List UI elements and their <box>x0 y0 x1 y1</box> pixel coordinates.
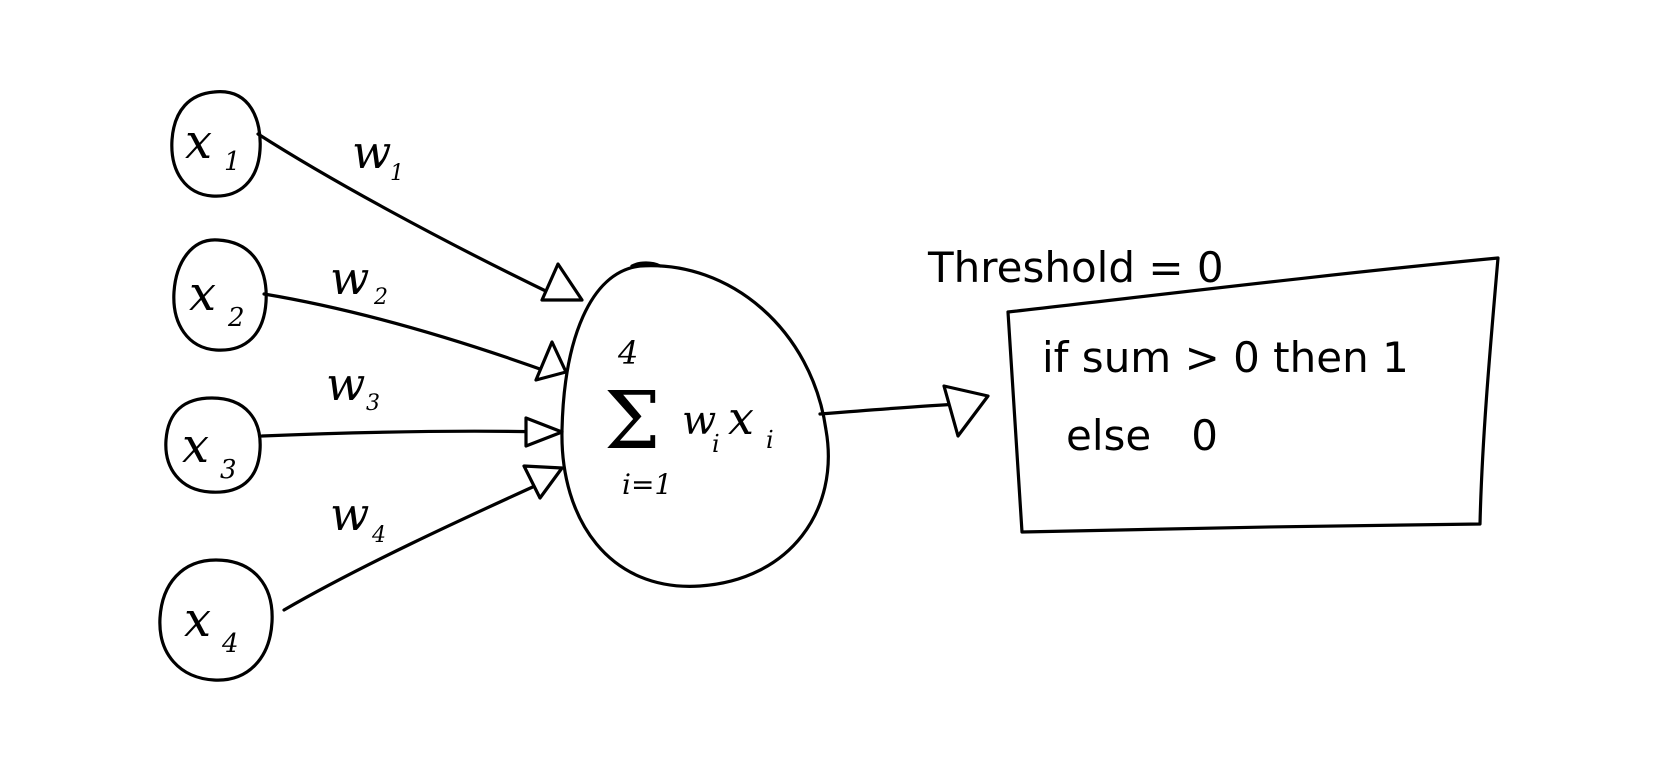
input-sub-2: 2 <box>227 303 245 333</box>
sum-term-input: x <box>728 391 754 445</box>
sum-lower-limit: i=1 <box>622 468 672 501</box>
input-sub-3: 3 <box>220 455 237 485</box>
input-node-2: x 2 <box>172 238 268 352</box>
weight-label-4: w <box>330 487 369 541</box>
weight-sub-3: 3 <box>366 391 380 416</box>
weight-sub-2: 2 <box>373 285 388 310</box>
input-var-3: x <box>182 418 209 474</box>
threshold-label: Threshold = 0 <box>927 243 1224 292</box>
activation-rule-line-1: if sum > 0 then 1 <box>1042 333 1409 382</box>
connection-3: w 3 <box>260 357 564 448</box>
connection-1: w 1 <box>256 125 584 302</box>
summation-node: 4 Σ i=1 w i x i <box>560 261 830 588</box>
input-node-1: x 1 <box>170 90 262 198</box>
weight-label-3: w <box>326 357 365 411</box>
input-sub-1: 1 <box>224 147 241 177</box>
sum-term-weight: w <box>682 398 716 444</box>
output-connection <box>818 384 990 438</box>
weight-sub-1: 1 <box>390 161 404 186</box>
arrowhead-2 <box>534 340 568 382</box>
weight-label-2: w <box>330 251 369 305</box>
input-node-4: x 4 <box>158 558 274 682</box>
input-sub-4: 4 <box>221 629 239 659</box>
input-node-3: x 3 <box>164 396 262 494</box>
sum-term-weight-sub: i <box>712 430 720 458</box>
weight-label-1: w <box>352 125 391 179</box>
connection-4: w 4 <box>282 464 564 612</box>
input-var-2: x <box>189 266 216 322</box>
arrowhead-1 <box>540 262 584 302</box>
output-arrowhead <box>942 384 990 438</box>
input-var-4: x <box>184 592 211 648</box>
activation-rule-line-2: else 0 <box>1066 411 1218 460</box>
arrowhead-3 <box>524 416 564 448</box>
sum-term-input-sub: i <box>766 426 774 454</box>
arrowhead-4 <box>522 464 564 500</box>
sigma-symbol: Σ <box>604 374 661 467</box>
connection-2: w 2 <box>262 251 568 382</box>
weight-sub-4: 4 <box>371 523 386 548</box>
input-var-1: x <box>185 114 212 170</box>
sum-upper-limit: 4 <box>617 334 638 372</box>
activation-box: if sum > 0 then 1 else 0 <box>1006 256 1500 534</box>
